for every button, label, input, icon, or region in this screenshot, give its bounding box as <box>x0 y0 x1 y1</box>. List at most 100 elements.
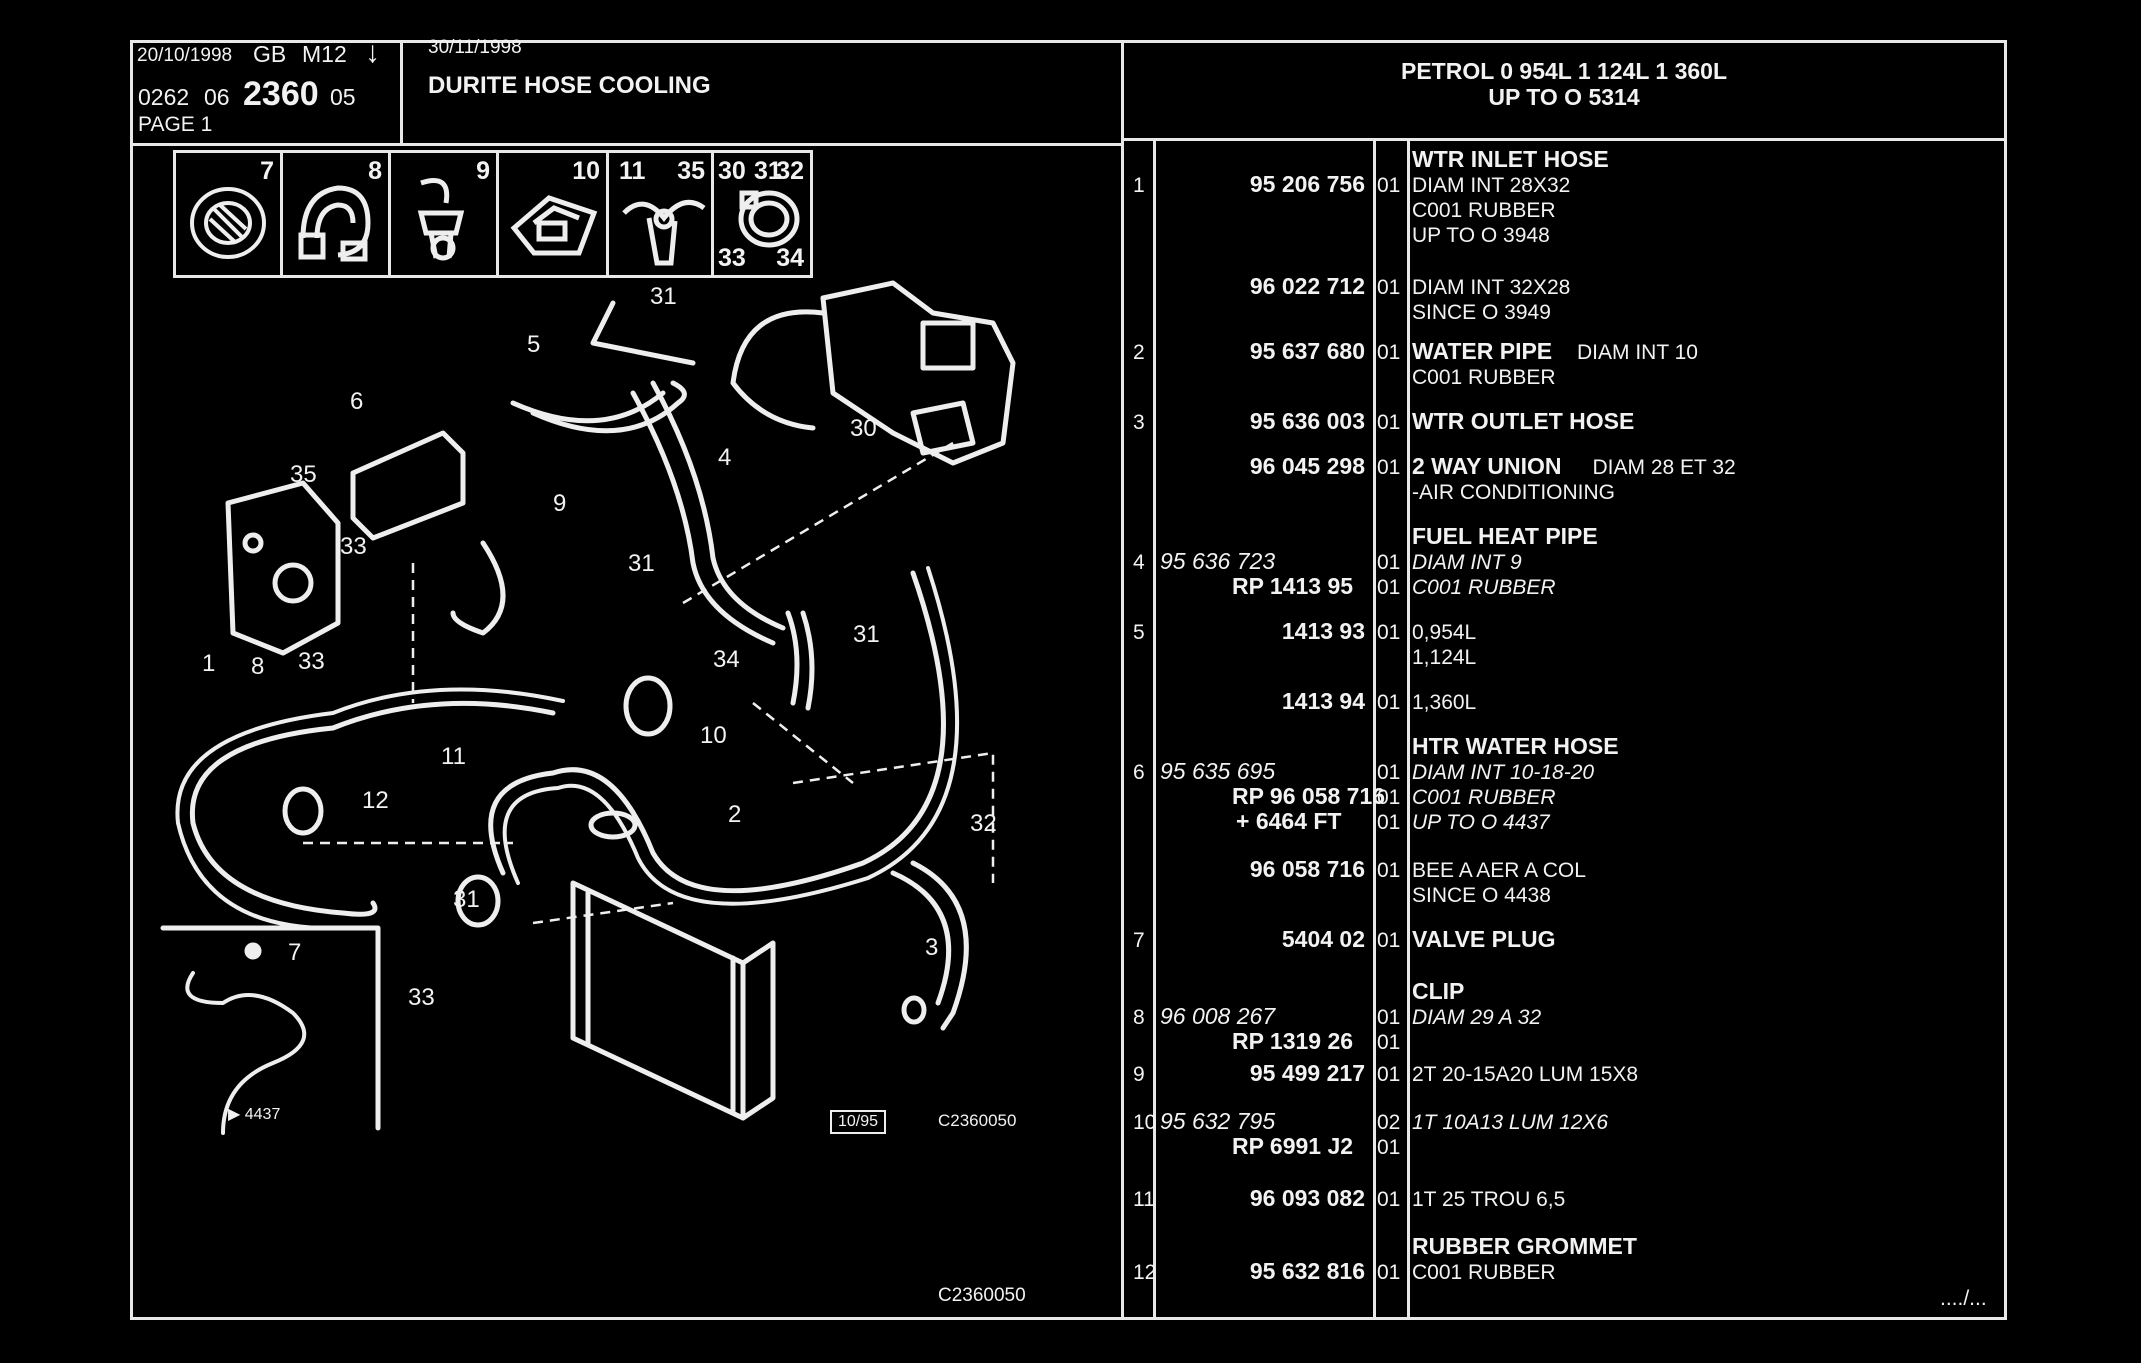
part-desc-line: UP TO O 3948 <box>1412 224 1550 247</box>
part-qty: 01 <box>1377 1136 1401 1159</box>
thermostat-housing <box>820 280 1016 466</box>
callout-32: 32 <box>970 810 997 837</box>
part-ref: 1413 94 <box>1281 688 1365 714</box>
header-date1: 20/10/1998 <box>137 45 233 66</box>
part-qty: 01 <box>1377 456 1401 479</box>
cooling-hose-diagram <box>160 280 1016 1135</box>
thumbnail-7[interactable]: 7 <box>176 153 283 275</box>
part-heading: FUEL HEAT PIPE <box>1412 523 1598 549</box>
part-item-number: 7 <box>1133 929 1145 952</box>
divider-header-ref <box>400 40 403 144</box>
part-item-number: 8 <box>1133 1006 1145 1029</box>
part-qty: 01 <box>1377 1188 1401 1211</box>
part-ref: 95 206 756 <box>1249 171 1365 197</box>
part-heading-suffix: DIAM 28 ET 32 <box>1592 456 1736 479</box>
part-ref: 1413 93 <box>1281 618 1365 644</box>
clip-icon <box>298 185 371 262</box>
thumbnail-strip: 7 8 9 10 11 35 30 31 32 33 34 <box>173 150 813 278</box>
page-title: DURITE HOSE COOLING <box>428 72 711 99</box>
header-ref-prefix: 0262 <box>138 84 190 110</box>
part-desc-line: C001 RUBBER <box>1412 786 1556 809</box>
header-date2: 30/11/1998 <box>428 37 522 58</box>
part-qty: 01 <box>1377 761 1401 784</box>
part-qty: 01 <box>1377 551 1401 574</box>
hose-3 <box>910 860 969 1031</box>
part-heading: WTR INLET HOSE <box>1412 146 1609 172</box>
thumbnail-11-35[interactable]: 11 35 <box>609 153 714 275</box>
divider-qty-col-right <box>1407 138 1410 1320</box>
union-icon <box>622 199 706 266</box>
part-desc-line: 0,954L <box>1412 621 1477 644</box>
part-heading-suffix: DIAM INT 10 <box>1577 341 1698 364</box>
inset-frame <box>160 925 381 1131</box>
part-ref: 95 636 003 <box>1249 408 1365 434</box>
header-page: PAGE 1 <box>138 113 213 136</box>
header-ref-main: 2360 <box>243 75 319 113</box>
part-desc-line: C001 RUBBER <box>1412 1261 1556 1284</box>
part-ref-left: 95 635 695 <box>1160 758 1276 784</box>
part-qty: 01 <box>1377 786 1401 809</box>
part-item-number: 1 <box>1133 174 1145 197</box>
part-item-number: 12 <box>1133 1261 1157 1284</box>
part-desc-line: SINCE O 4438 <box>1412 884 1551 907</box>
part-heading: HTR WATER HOSE <box>1412 733 1619 759</box>
part-item-number: 11 <box>1133 1188 1155 1211</box>
part-ref: 96 058 716 <box>1249 856 1365 882</box>
radiator <box>570 880 776 1121</box>
part-heading: CLIP <box>1412 978 1465 1004</box>
part-desc-line: SINCE O 3949 <box>1412 301 1551 324</box>
part-ref: 96 093 082 <box>1249 1185 1365 1211</box>
part-qty: 01 <box>1377 811 1401 834</box>
divider-qty-col-left <box>1373 138 1376 1320</box>
arrow-down-icon: ↓ <box>365 36 380 69</box>
part-heading: WATER PIPE <box>1412 338 1553 364</box>
callout-31a: 31 <box>650 283 677 310</box>
callout-1: 1 <box>202 650 216 677</box>
part-desc-line: 1,360L <box>1412 691 1477 714</box>
divider-header-left <box>130 143 1122 146</box>
callout-4: 4 <box>718 444 732 471</box>
part-ref: RP 96 058 716 <box>1232 783 1386 809</box>
callout-11: 11 <box>441 743 466 770</box>
part-ref: RP 1413 95 <box>1232 573 1354 599</box>
callout-33b: 33 <box>298 648 325 675</box>
thumbnail-9[interactable]: 9 <box>391 153 499 275</box>
divider-main <box>1121 40 1124 1320</box>
part-desc-line: C001 RUBBER <box>1412 576 1556 599</box>
callout-9: 9 <box>553 490 567 517</box>
thumbnail-10[interactable]: 10 <box>499 153 609 275</box>
part-ref: 5404 02 <box>1281 926 1365 952</box>
callout-7: 7 <box>288 939 302 966</box>
part-ref: 96 045 298 <box>1249 453 1365 479</box>
part-qty: 01 <box>1377 1261 1401 1284</box>
part-qty: 01 <box>1377 621 1401 644</box>
part-qty: 01 <box>1377 859 1401 882</box>
part-ref: RP 6991 J2 <box>1232 1133 1354 1159</box>
callout-2: 2 <box>728 801 742 828</box>
callout-8: 8 <box>251 653 265 680</box>
engine-line-2: UP TO O 5314 <box>1488 84 1640 110</box>
thumbnail-8[interactable]: 8 <box>283 153 391 275</box>
part-desc-line: -AIR CONDITIONING <box>1412 481 1615 504</box>
part-ref: 95 637 680 <box>1249 338 1365 364</box>
part-qty: 01 <box>1377 174 1401 197</box>
part-ref: RP 1319 26 <box>1232 1028 1354 1054</box>
divider-item-col <box>1153 138 1156 1320</box>
expansion-tank <box>350 430 466 541</box>
engine-line-1: PETROL 0 954L 1 124L 1 360L <box>1400 58 1728 84</box>
header-model: M12 <box>302 41 347 67</box>
grommet-icon <box>510 195 598 256</box>
thumbnail-30-34[interactable]: 30 31 32 33 34 <box>714 153 810 275</box>
part-item-number: 6 <box>1133 761 1145 784</box>
part-desc-line: 1T 10A13 LUM 12X6 <box>1412 1111 1609 1134</box>
part-ref-left: 95 632 795 <box>1160 1108 1276 1134</box>
footer-ref: C2360050 <box>938 1285 1026 1306</box>
part-ref: 95 632 816 <box>1249 1258 1365 1284</box>
part-desc-line: C001 RUBBER <box>1412 199 1556 222</box>
part-desc-line: DIAM 29 A 32 <box>1412 1006 1542 1029</box>
part-desc-line: DIAM INT 10-18-20 <box>1412 761 1595 784</box>
part-desc-line: 2T 20-15A20 LUM 15X8 <box>1412 1063 1639 1086</box>
callout-33c: 33 <box>408 984 435 1011</box>
callout-34: 34 <box>713 646 740 673</box>
part-item-number: 5 <box>1133 621 1145 644</box>
